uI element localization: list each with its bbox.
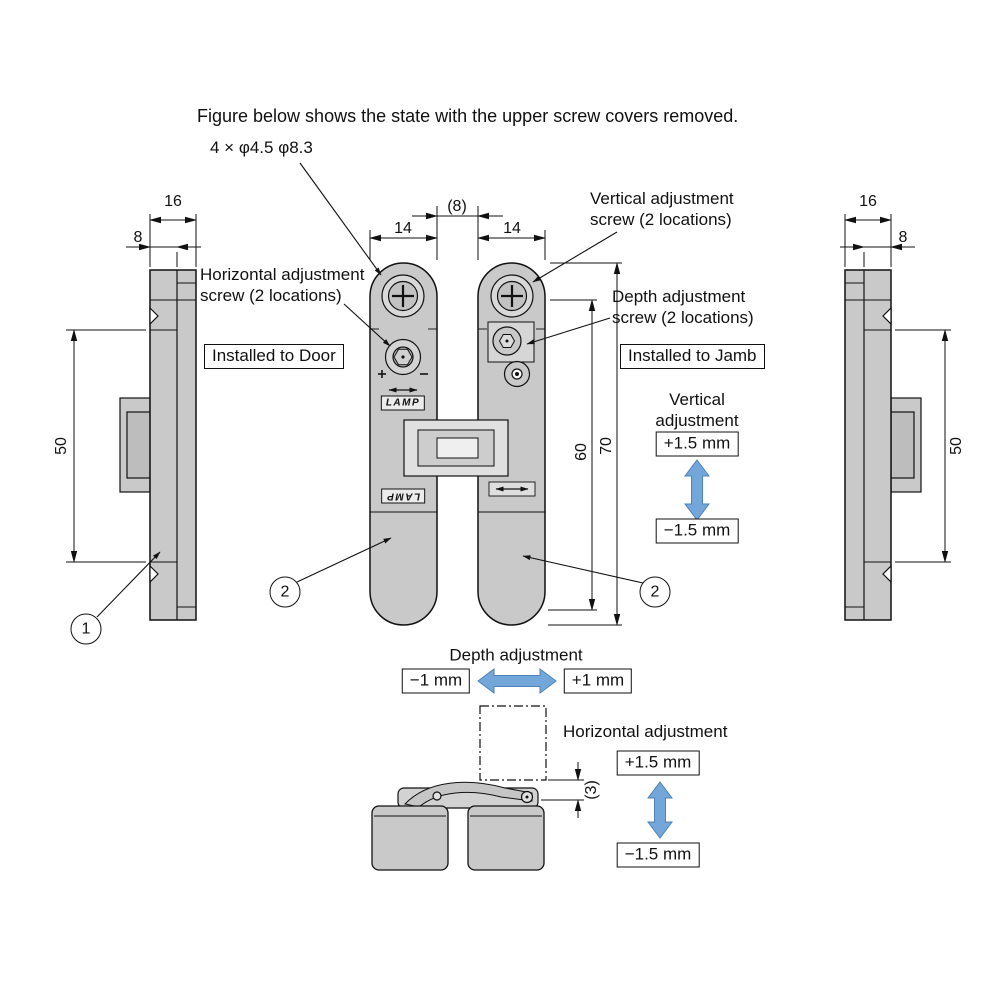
jamb-slide-plate: [488, 481, 536, 497]
depth-adjustment-arrow-icon: [477, 668, 557, 694]
callout-1-leader: [96, 551, 161, 618]
front-view: [369, 262, 546, 626]
notch-icon: [149, 564, 159, 584]
hole-spec-note: 4 × φ4.5 φ8.3: [210, 138, 313, 157]
vertical-adjustment-heading: Vertical adjustment: [655, 390, 739, 430]
depth-plus-value: +1 mm: [563, 668, 633, 694]
callout-2-left-leader: [296, 537, 392, 583]
figure-title: Figure below shows the state with the up…: [197, 106, 739, 126]
callout-2-right-leader: [522, 555, 644, 584]
center-link: [403, 419, 509, 477]
dimension-lines: [66, 206, 951, 818]
right-side-view: [844, 269, 922, 621]
dim-gap-8: (8): [447, 198, 467, 215]
vertical-adjustment-arrow-icon: [684, 459, 710, 521]
hinge-body-left: [371, 805, 449, 871]
horizontal-adjustment-heading: Horizontal adjustment: [563, 722, 728, 741]
note-horizontal-screw: Horizontal adjustment screw (2 locations…: [200, 265, 365, 305]
note-depth-screw: Depth adjustment screw (2 locations): [612, 287, 754, 327]
brand-plate-inverted: LAMP: [380, 488, 426, 504]
leader-lines: [96, 162, 644, 618]
callout-1: 1: [70, 613, 102, 645]
horizontal-screw-leader: [343, 303, 391, 347]
installed-to-jamb-label: Installed to Jamb: [620, 344, 765, 369]
dim-right-16: 16: [859, 193, 877, 210]
installed-to-door-label: Installed to Door: [204, 344, 344, 369]
hinge-body-right: [467, 805, 545, 871]
dim-gap-3: (3): [583, 780, 600, 800]
horizontal-adjustment-arrow-icon: [647, 781, 673, 839]
depth-minus-value: −1 mm: [401, 668, 471, 694]
right-view-plate: [844, 269, 892, 621]
horizontal-plus-value: +1.5 mm: [616, 750, 700, 776]
dim-60: 60: [573, 443, 590, 461]
callout-2-left: 2: [269, 576, 301, 608]
dim-leaf-14-right: 14: [503, 220, 521, 237]
depth-screw-leader: [526, 317, 611, 345]
dim-leaf-14-left: 14: [394, 220, 412, 237]
mounting-screw-icon: [381, 274, 425, 318]
dim-right-8: 8: [898, 229, 908, 246]
horizontal-adjustment-screw-icon: [378, 338, 428, 393]
dim-left-50: 50: [53, 437, 70, 455]
dim-left-16: 16: [164, 193, 182, 210]
notch-icon: [149, 306, 159, 326]
vertical-plus-value: +1.5 mm: [655, 431, 739, 457]
left-side-view: [119, 269, 197, 621]
brand-plate: LAMP: [380, 395, 426, 411]
dim-right-50: 50: [948, 437, 965, 455]
callout-2-right: 2: [639, 576, 671, 608]
vertical-screw-leader: [532, 231, 618, 283]
dim-left-8: 8: [133, 229, 143, 246]
bottom-view: [371, 705, 547, 871]
left-view-plate: [149, 269, 197, 621]
adjustment-arrows: [477, 459, 710, 839]
depth-adjustment-screw-icon: [487, 321, 535, 388]
notch-icon: [882, 564, 892, 584]
vertical-minus-value: −1.5 mm: [655, 518, 739, 544]
hole-note-leader: [299, 162, 382, 276]
vertical-adjustment-screw-icon: [490, 274, 534, 318]
horizontal-minus-value: −1.5 mm: [616, 842, 700, 868]
depth-adjustment-heading: Depth adjustment: [449, 645, 583, 665]
notch-icon: [882, 306, 892, 326]
note-vertical-screw: Vertical adjustment screw (2 locations): [590, 189, 734, 229]
door-phantom-outline: [479, 705, 547, 781]
dim-70: 70: [598, 437, 615, 455]
